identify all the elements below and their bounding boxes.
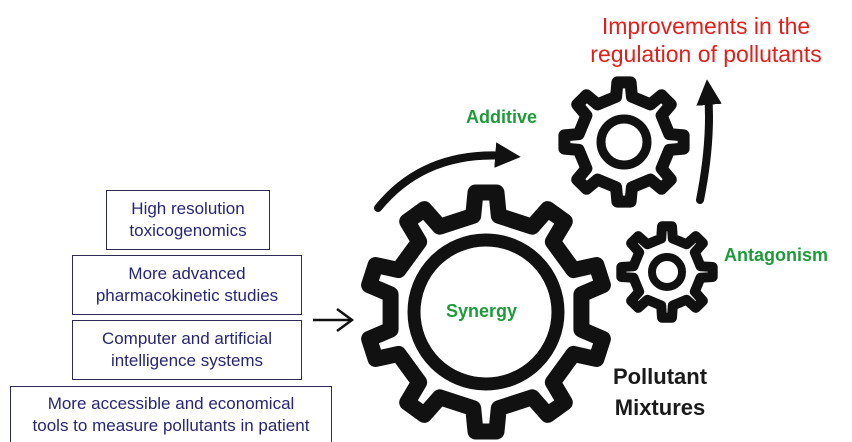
mixtures-label-line-2: Mixtures xyxy=(614,395,706,420)
label-antagonism: Antagonism xyxy=(724,245,829,265)
box-pharmacokinetic-line-1: More advanced xyxy=(128,264,246,283)
box-accessible-tools-line-2: tools to measure pollutants in patient xyxy=(32,415,310,435)
box-toxicogenomics-line-1: High resolution xyxy=(131,199,245,218)
box-toxicogenomics-line-2: toxicogenomics xyxy=(129,221,247,240)
box-computer-ai-line-1: Computer and artificial xyxy=(101,329,273,348)
label-additive: Additive xyxy=(466,107,538,127)
top-gear-icon xyxy=(558,76,690,208)
box-computer-ai: Computer and artificial intelligence sys… xyxy=(72,320,302,380)
box-accessible-tools-line-1: More accessible and economical xyxy=(47,393,295,413)
right-gear-icon xyxy=(616,221,718,323)
box-toxicogenomics: High resolution toxicogenomics xyxy=(106,190,270,250)
box-pharmacokinetic-line-2: pharmacokinetic studies xyxy=(95,286,279,305)
box-computer-ai-line-2: intelligence systems xyxy=(110,351,264,370)
curved-arrow-icon xyxy=(374,142,521,212)
box-pharmacokinetic: More advanced pharmacokinetic studies xyxy=(72,255,302,315)
label-synergy: Synergy xyxy=(446,301,518,321)
right-arrow-head-icon xyxy=(336,307,355,333)
box-accessible-tools: More accessible and economical tools to … xyxy=(10,386,332,442)
large-gear-icon xyxy=(361,184,611,440)
title-line-2: regulation of pollutants xyxy=(590,41,822,67)
mixtures-label-line-1: Pollutant xyxy=(612,364,708,389)
upward-arrow-icon xyxy=(696,79,722,204)
title-line-1: Improvements in the xyxy=(601,13,811,39)
